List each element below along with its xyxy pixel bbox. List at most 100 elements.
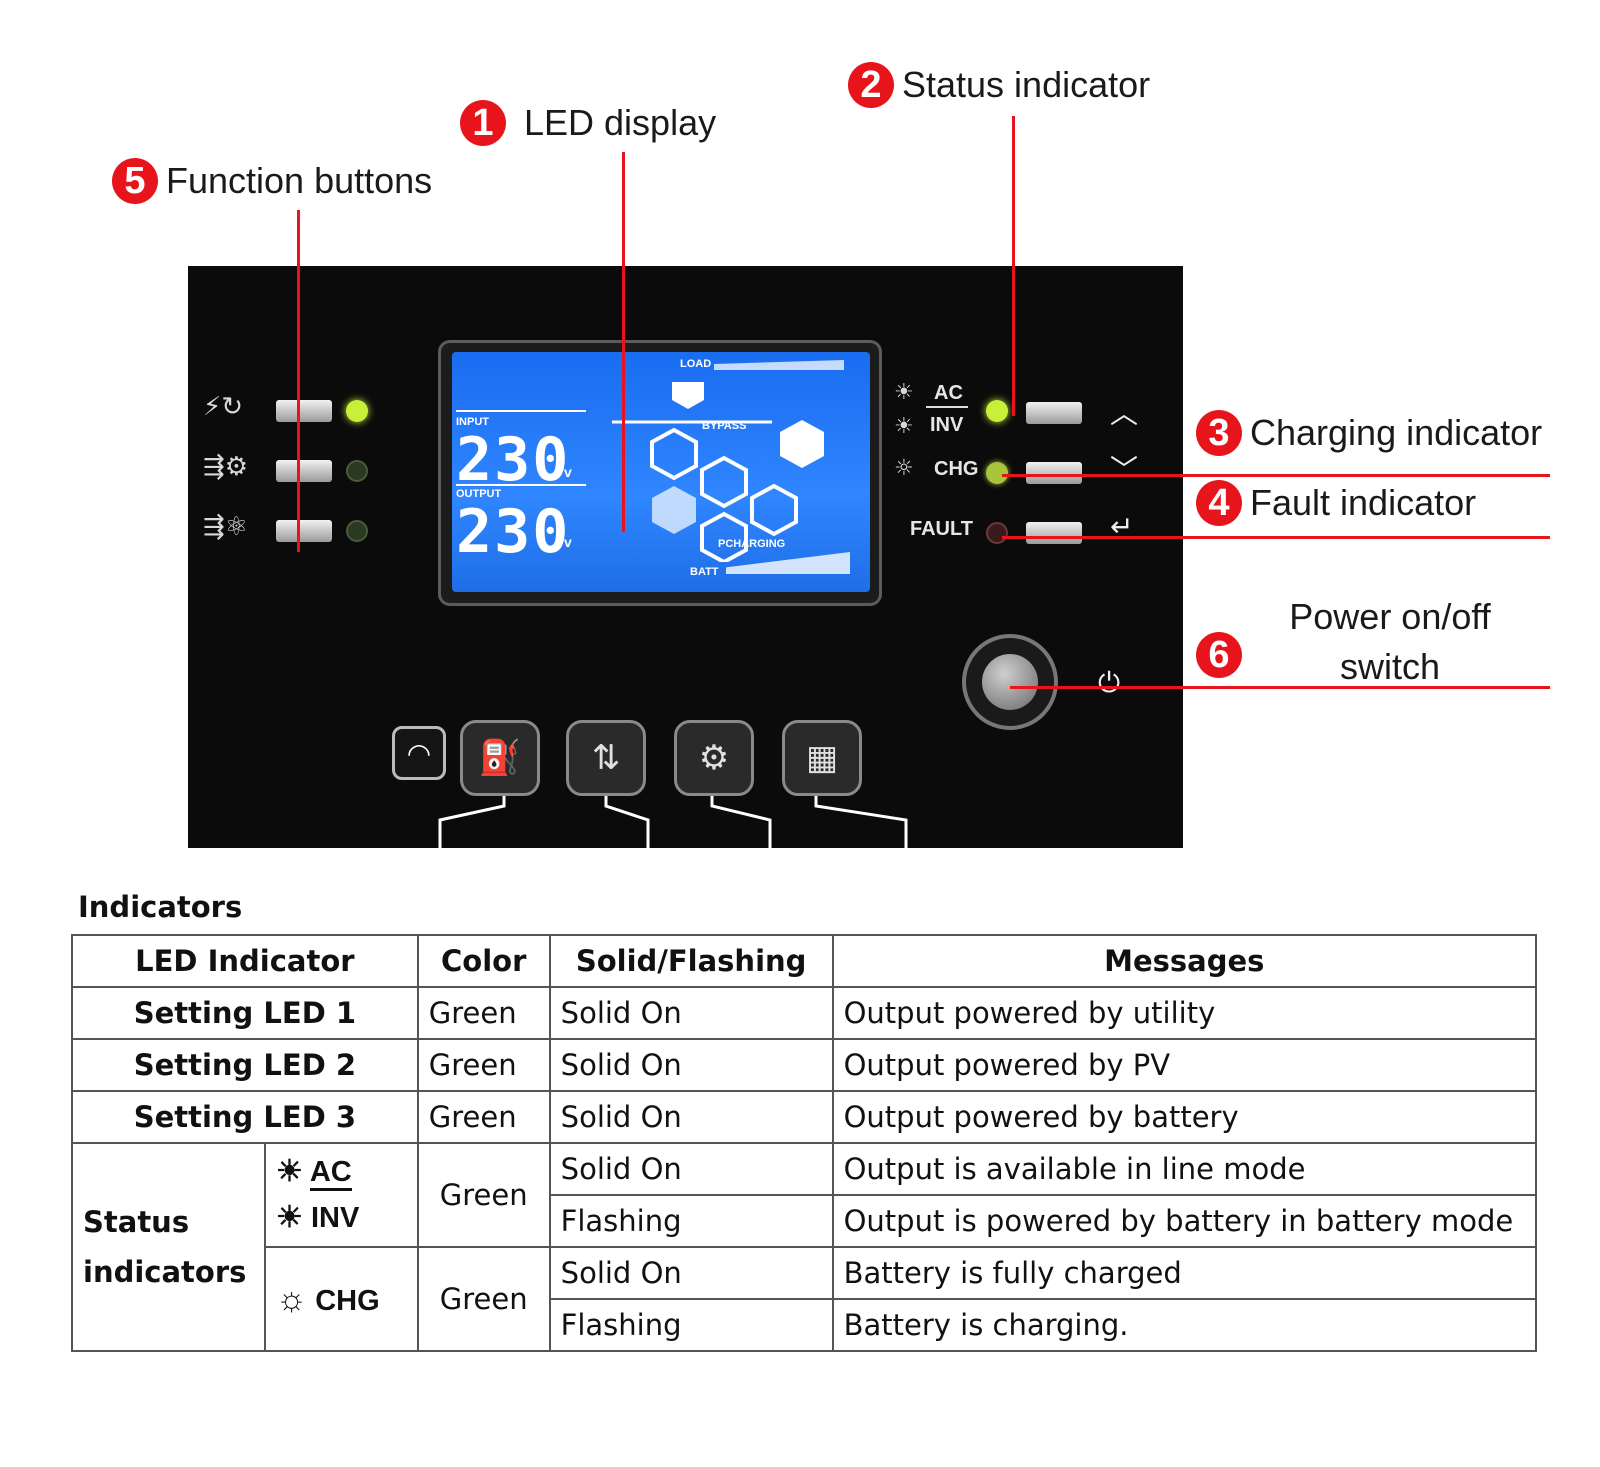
callout-power-switch: 6: [1196, 632, 1250, 678]
callout-power-label-1: Power on/off: [1289, 596, 1491, 637]
lcd-input-value: 230: [456, 425, 571, 495]
cell-state: Flashing: [548, 1194, 834, 1248]
bottom-leader-lines: [438, 796, 908, 848]
sun-outline-icon: ☼: [894, 456, 914, 481]
callout-fault-indicator: 4 Fault indicator: [1196, 480, 1476, 526]
header-color: Color: [416, 934, 551, 988]
table-header-row: LED Indicator Color Solid/Flashing Messa…: [71, 934, 1538, 988]
fault-label: FAULT: [910, 518, 973, 540]
battery-swap-icon: ⇅: [591, 738, 621, 778]
lcd-input-unit: v: [564, 464, 572, 480]
half-sun-icon: ☀: [894, 414, 914, 439]
chg-label: CHG: [934, 458, 979, 480]
chevron-up-icon: ︿: [1110, 397, 1139, 430]
cell-state: Solid On: [548, 986, 834, 1040]
up-button[interactable]: [1026, 402, 1082, 424]
sun-outline-icon: ☼: [275, 1279, 308, 1318]
callout-function-buttons: 5 Function buttons: [112, 158, 432, 204]
ac-inv-symbol-cell: ☀ AC ☀ INV: [263, 1142, 419, 1248]
led-display: LOAD INPUT 230 v OUTPUT 230 v BYPASS PCH…: [452, 352, 870, 592]
enter-button[interactable]: [1026, 522, 1082, 544]
callout-label: Function buttons: [166, 160, 433, 201]
wifi-icon: ◠: [392, 726, 446, 780]
status-label-line1: Status: [83, 1205, 190, 1239]
table-row: Status indicators ☀ AC ☀ INV Green Solid…: [71, 1142, 1538, 1352]
lcd-output-unit: v: [564, 534, 572, 550]
callout-number: 4: [1196, 480, 1242, 526]
function-button-3[interactable]: [276, 520, 332, 542]
cell-state: Solid On: [548, 1038, 834, 1092]
power-switch[interactable]: [982, 654, 1038, 710]
battery-priority-icon: ⇶⚛: [203, 512, 249, 542]
half-sun-icon: ☀: [275, 1201, 303, 1234]
table-title: Indicators: [78, 890, 243, 924]
cell-color: Green: [416, 1246, 551, 1352]
function-button-2[interactable]: [276, 460, 332, 482]
cell-message: Output powered by PV: [831, 1038, 1538, 1092]
lcd-output-label: OUTPUT: [456, 488, 502, 500]
inv-label: INV: [930, 414, 964, 436]
cell-state: Solid On: [548, 1246, 834, 1300]
table-row: ☼ CHG Green Solid On Battery is fully ch…: [72, 1246, 1538, 1352]
down-button[interactable]: [1026, 462, 1082, 484]
fault-led: [986, 522, 1008, 544]
function-button-1[interactable]: [276, 400, 332, 422]
inv-symbol: INV: [310, 1202, 360, 1234]
bottom-button-2[interactable]: ⇅: [566, 720, 646, 796]
ac-inv-led: [986, 400, 1008, 422]
power-icon: ⏻: [1098, 666, 1121, 699]
cell-message: Output powered by utility: [831, 986, 1538, 1040]
callout-number: 1: [460, 100, 506, 146]
solar-panel-icon: ▦: [805, 738, 839, 778]
table-row: Flashing Output is powered by battery in…: [72, 1194, 1538, 1248]
bottom-button-4[interactable]: ▦: [782, 720, 862, 796]
lcd-divider: [456, 484, 586, 486]
callout-number: 5: [112, 158, 158, 204]
callout-label: Status indicator: [902, 64, 1151, 105]
leader-line-fault: [1002, 536, 1550, 539]
cell-state: Flashing: [548, 1298, 834, 1352]
callout-status-indicator: 2 Status indicator: [848, 62, 1150, 108]
lcd-divider: [456, 410, 586, 412]
table-row: Setting LED 2 Green Solid On Output powe…: [71, 1038, 1538, 1092]
cell-indicator: Setting LED 1: [71, 986, 419, 1040]
status-label-line2: indicators: [83, 1255, 247, 1289]
ac-symbol: AC: [309, 1156, 352, 1191]
pv-priority-icon: ⇶⚙: [203, 452, 249, 482]
setting-led-1: [346, 400, 368, 422]
sun-icon: ☀: [275, 1155, 303, 1188]
bottom-button-1[interactable]: ⛽: [460, 720, 540, 796]
chg-symbol-cell: ☼ CHG: [263, 1246, 419, 1352]
cell-indicator: Setting LED 3: [71, 1090, 419, 1144]
table-row: Setting LED 3 Green Solid On Output powe…: [71, 1090, 1538, 1144]
table-row: Setting LED 1 Green Solid On Output powe…: [71, 986, 1538, 1040]
lcd-output-value: 230: [456, 497, 571, 567]
callout-number: 6: [1196, 632, 1242, 678]
chevron-down-icon: ﹀: [1110, 453, 1139, 486]
power-switch-ring: [962, 634, 1058, 730]
cell-color: Green: [416, 1090, 551, 1144]
chg-symbol: CHG: [315, 1284, 380, 1317]
cell-message: Battery is fully charged: [831, 1246, 1538, 1300]
callout-number: 2: [848, 62, 894, 108]
callout-power-label-2: switch: [1339, 646, 1441, 687]
bottom-button-3[interactable]: ⚙: [674, 720, 754, 796]
cell-state: Solid On: [548, 1090, 834, 1144]
cell-message: Output is available in line mode: [831, 1142, 1538, 1196]
cell-message: Output powered by battery: [831, 1090, 1538, 1144]
leader-line-status: [1012, 116, 1015, 416]
lcd-input-label: INPUT: [456, 416, 489, 428]
ac-label: AC: [934, 382, 963, 404]
header-messages: Messages: [831, 934, 1538, 988]
callout-label: Fault indicator: [1250, 482, 1477, 523]
cell-message: Battery is charging.: [831, 1298, 1538, 1352]
setting-led-3: [346, 520, 368, 542]
lcd-flow-diagram: [612, 382, 824, 562]
sun-icon: ☀: [894, 380, 914, 405]
cell-color: Green: [416, 1142, 551, 1248]
header-solid-flashing: Solid/Flashing: [548, 934, 834, 988]
lcd-batt-label: BATT: [690, 566, 719, 578]
setting-led-2: [346, 460, 368, 482]
header-led-indicator: LED Indicator: [71, 934, 419, 988]
battery-settings-icon: ⚙: [698, 738, 730, 778]
